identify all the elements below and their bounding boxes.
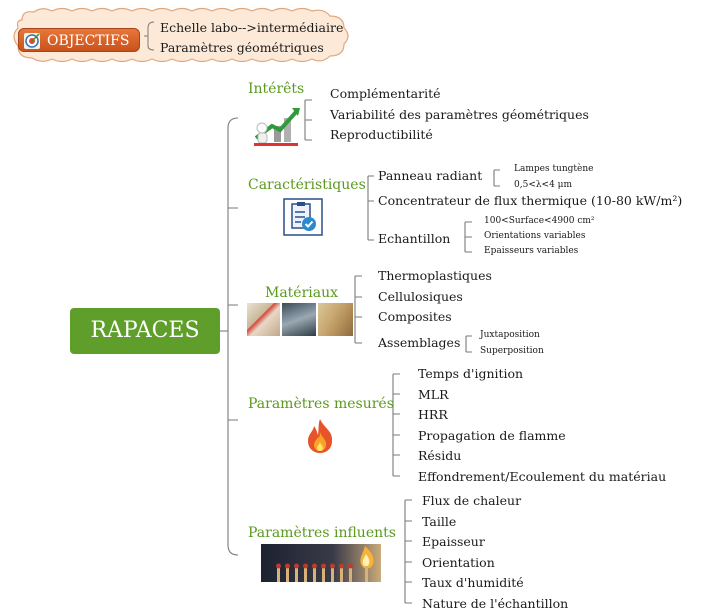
matches-photo (261, 544, 381, 582)
branch-interets-label: Intérêts (248, 81, 305, 97)
growth-chart-icon (254, 108, 300, 146)
caracteristiques-item: Panneau radiant (378, 168, 483, 183)
flame-icon (308, 419, 333, 453)
influents-item: Taille (422, 514, 457, 529)
influents-item: Nature de l'échantillon (422, 596, 569, 611)
echantillon-sub-item: Epaisseurs variables (484, 246, 579, 256)
branch-materiaux-label: Matériaux (265, 285, 339, 301)
branch-caracteristiques-label: Caractéristiques (248, 177, 366, 193)
caracteristiques-item: Echantillon (378, 231, 451, 246)
interets-item: Complémentarité (330, 86, 441, 101)
materiaux-item: Thermoplastiques (378, 268, 492, 283)
objectifs-tag: OBJECTIFS (18, 28, 140, 52)
echantillon-sub-item: Orientations variables (484, 231, 586, 241)
mesures-item: Propagation de flamme (418, 428, 566, 443)
influents-item: Flux de chaleur (422, 493, 522, 508)
target-icon (24, 33, 40, 49)
objectifs-label: OBJECTIFS (47, 33, 130, 49)
influents-item: Orientation (422, 555, 495, 570)
materials-photo (247, 303, 353, 336)
materiaux-item: Cellulosiques (378, 289, 463, 304)
panneau-sub-item: 0,5<λ<4 μm (514, 180, 573, 190)
interets-item: Reproductibilité (330, 127, 433, 142)
influents-item: Taux d'humidité (422, 575, 524, 590)
mesures-item: Effondrement/Ecoulement du matériau (418, 469, 667, 484)
materiaux-item: Assemblages (378, 335, 461, 350)
clipboard-check-icon (283, 198, 323, 236)
mesures-item: MLR (418, 387, 449, 402)
panneau-sub-item: Lampes tungtène (514, 164, 594, 174)
mesures-item: Résidu (418, 448, 462, 463)
branch-influents-label: Paramètres influents (248, 525, 396, 541)
objectifs-bracket (144, 21, 155, 51)
caracteristiques-item: Concentrateur de flux thermique (10-80 k… (378, 193, 683, 208)
interets-item: Variabilité des paramètres géométriques (330, 107, 589, 122)
mesures-item: Temps d'ignition (418, 366, 524, 381)
objectif-item-2: Paramètres géométriques (160, 40, 324, 55)
objectif-item-1: Echelle labo-->intermédiaire (160, 20, 344, 35)
materiaux-item: Composites (378, 309, 452, 324)
mesures-item: HRR (418, 407, 448, 422)
root-node: RAPACES (70, 308, 220, 354)
influents-item: Epaisseur (422, 534, 485, 549)
assemblages-sub-item: Juxtaposition (480, 330, 540, 340)
echantillon-sub-item: 100<Surface<4900 cm² (484, 216, 595, 226)
assemblages-sub-item: Superposition (480, 346, 544, 356)
branch-mesures-label: Paramètres mesurés (248, 396, 394, 412)
